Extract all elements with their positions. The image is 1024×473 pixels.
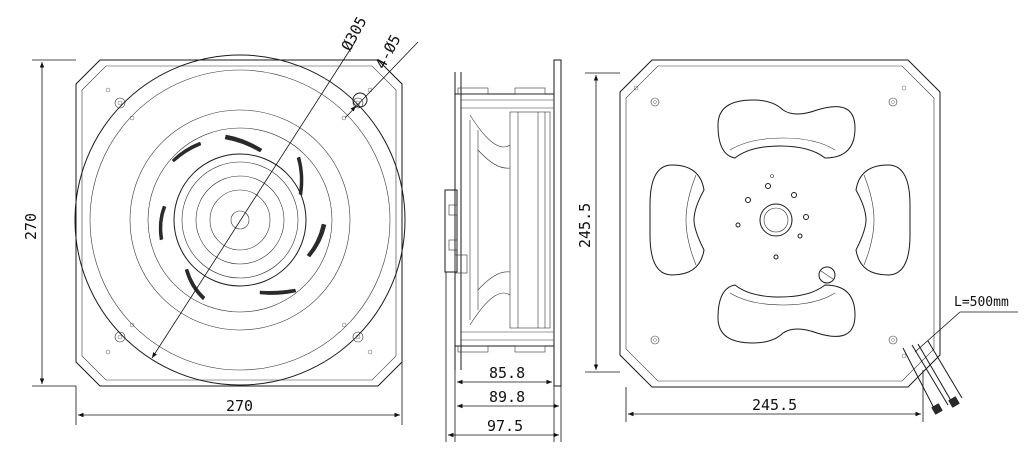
- front-frame-inner: [81, 65, 397, 381]
- rear-screw: [818, 266, 836, 284]
- front-inlet-ring: [173, 153, 307, 287]
- front-diameter-label: Ø305: [338, 14, 371, 54]
- rear-height-label: 245.5: [576, 203, 594, 248]
- rear-width-label: 245.5: [752, 396, 797, 414]
- rear-view: L=500mm 245.5 245.5: [576, 59, 1018, 422]
- rear-cutouts: [649, 99, 911, 344]
- mounting-holes-rear: [633, 85, 907, 359]
- front-ring-4: [147, 127, 333, 313]
- front-inlet-ring-2: [181, 161, 299, 279]
- front-view: 270 270 Ø305 4-Ø5: [22, 14, 419, 425]
- front-frame-outline: [75, 59, 403, 387]
- depth-97-label: 97.5: [487, 417, 523, 435]
- rear-frame-inner: [625, 65, 935, 382]
- cable-length-label: L=500mm: [954, 295, 1009, 310]
- rear-hub: [759, 203, 793, 237]
- front-hub-inner: [209, 189, 271, 251]
- depth-89-label: 89.8: [489, 388, 525, 406]
- side-motor: [444, 189, 458, 273]
- front-height-label: 270: [22, 213, 40, 240]
- front-holes-label: 4-Ø5: [372, 32, 405, 72]
- side-view: 85.8 89.8 97.5: [444, 59, 562, 442]
- front-width-label: 270: [226, 397, 253, 415]
- front-hub-center: [230, 210, 250, 230]
- front-ring-3: [129, 109, 351, 331]
- front-ring-2: [89, 69, 391, 371]
- side-flange: [553, 59, 562, 387]
- diameter-leader: [151, 41, 356, 359]
- rear-cable: [902, 340, 963, 415]
- mounting-holes-front: [105, 87, 373, 355]
- front-outer-ring: [74, 54, 406, 386]
- rear-hub-holes: [735, 174, 809, 260]
- holes-leader: [344, 41, 419, 119]
- side-impeller: [509, 111, 551, 329]
- front-hub: [195, 175, 285, 265]
- rear-frame-outline: [619, 59, 941, 388]
- depth-85-label: 85.8: [489, 364, 525, 382]
- cable-leader: [914, 311, 961, 353]
